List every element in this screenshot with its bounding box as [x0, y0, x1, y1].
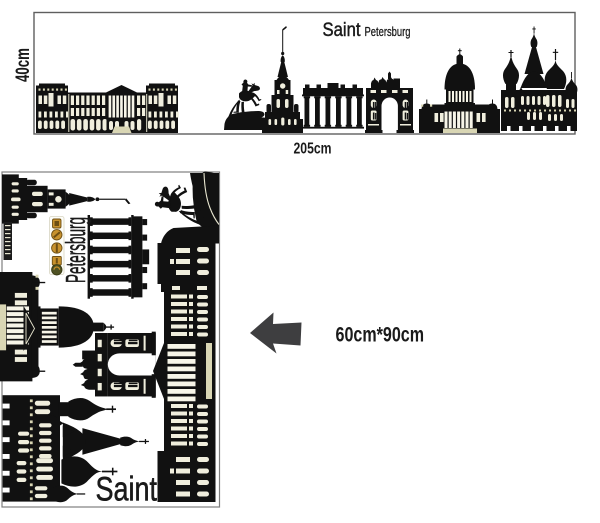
svg-text:Petersburg: Petersburg [60, 217, 91, 283]
svg-text:40cm: 40cm [13, 48, 34, 82]
svg-text:Saint: Saint [323, 20, 362, 41]
svg-text:60cm*90cm: 60cm*90cm [336, 324, 425, 347]
svg-text:205cm: 205cm [294, 141, 332, 158]
svg-text:Saint: Saint [96, 471, 158, 509]
svg-text:Petersburg: Petersburg [365, 24, 411, 39]
